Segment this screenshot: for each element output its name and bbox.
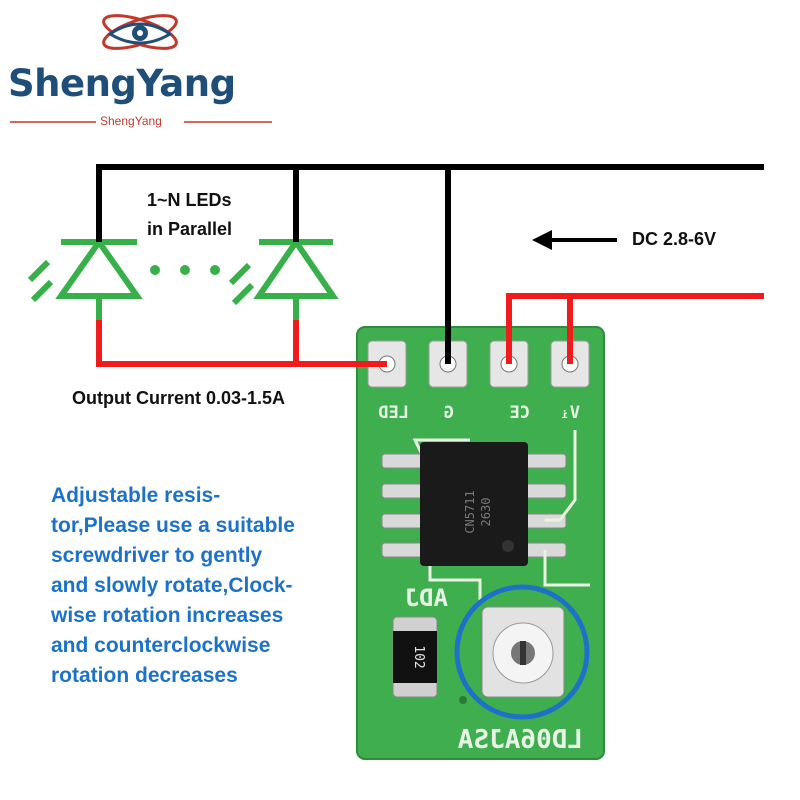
chip-marking-1: CN5711 — [463, 490, 477, 533]
potentiometer-highlight — [454, 584, 590, 720]
board-model: LD06AJSA — [457, 725, 583, 755]
output-current-label: Output Current 0.03-1.5A — [72, 388, 286, 408]
pin-label-led: LED — [378, 403, 409, 423]
instruction-line: Adjustable resis- — [51, 484, 221, 507]
wire-led-output — [96, 320, 387, 367]
potentiometer — [481, 606, 565, 698]
wire-ground-bus — [96, 164, 764, 197]
wires — [96, 164, 764, 367]
ic-pin1-dot — [502, 540, 514, 552]
pin-label-g: G — [444, 403, 454, 423]
brand-name: ShengYang — [8, 62, 236, 105]
wire-ce — [506, 293, 764, 364]
brand-subtitle: ShengYang — [100, 114, 162, 128]
dc-input-label: DC 2.8-6V — [632, 229, 717, 249]
ic-chip — [420, 442, 528, 566]
chip-marking-2: 2630 — [479, 498, 493, 527]
adjustment-instructions: Adjustable resis- tor,Please use a suita… — [51, 481, 351, 691]
leds-label-line2: in Parallel — [147, 219, 233, 239]
instruction-line: and counterclockwise — [51, 634, 271, 657]
adj-label: ADJ — [405, 584, 448, 612]
pin-label-ce: CE — [510, 403, 530, 423]
instruction-line: rotation decreases — [51, 664, 238, 687]
resistor-code: 102 — [411, 645, 426, 668]
chip-legs — [381, 453, 567, 558]
logo-emblem — [102, 14, 178, 50]
smd-resistor — [392, 616, 438, 698]
board-via — [459, 696, 467, 704]
instruction-line: and slowly rotate,Clock- — [51, 574, 293, 597]
led-ellipsis-icon — [150, 265, 220, 275]
pin-label-vin: Vᵢ — [560, 403, 580, 423]
instruction-line: tor,Please use a suitable — [51, 514, 295, 537]
instruction-line: screwdriver to gently — [51, 544, 263, 567]
led-left-icon — [27, 236, 143, 303]
instruction-line: wise rotation increases — [51, 604, 284, 627]
pcb-board — [356, 326, 605, 760]
led-right-icon — [228, 236, 339, 306]
leds-label-line1: 1~N LEDs — [147, 190, 232, 210]
input-arrow-icon — [532, 230, 617, 250]
